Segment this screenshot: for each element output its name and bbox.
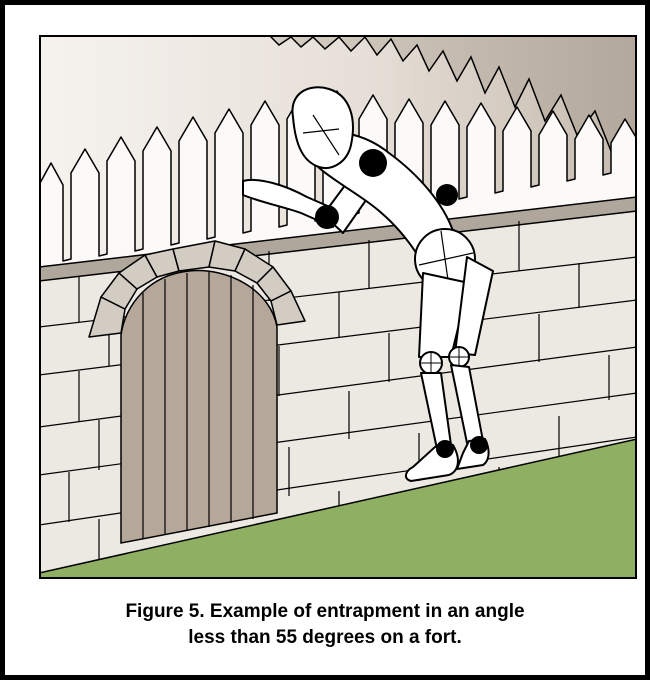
door-arch xyxy=(88,240,306,338)
caption-line-2: less than 55 degrees on a fort. xyxy=(188,627,462,648)
mannequin-far-thigh xyxy=(454,256,494,356)
wooden-door xyxy=(120,269,278,544)
ankle-joint xyxy=(436,440,454,458)
illustration-border xyxy=(39,35,637,579)
fort-entrapment-illustration xyxy=(39,35,637,579)
far-shoulder-joint xyxy=(436,184,458,206)
grass-slope xyxy=(39,438,637,579)
back-fence-pickets xyxy=(267,35,637,153)
mannequin-joints xyxy=(315,149,488,458)
shoulder-joint xyxy=(359,149,387,177)
caption-line-1: Figure 5. Example of entrapment in an an… xyxy=(125,601,525,622)
figure-caption: Figure 5. Example of entrapment in an an… xyxy=(5,599,645,651)
mannequin-head xyxy=(291,86,354,169)
elbow-joint xyxy=(315,205,339,229)
far-ankle-joint xyxy=(470,436,488,454)
